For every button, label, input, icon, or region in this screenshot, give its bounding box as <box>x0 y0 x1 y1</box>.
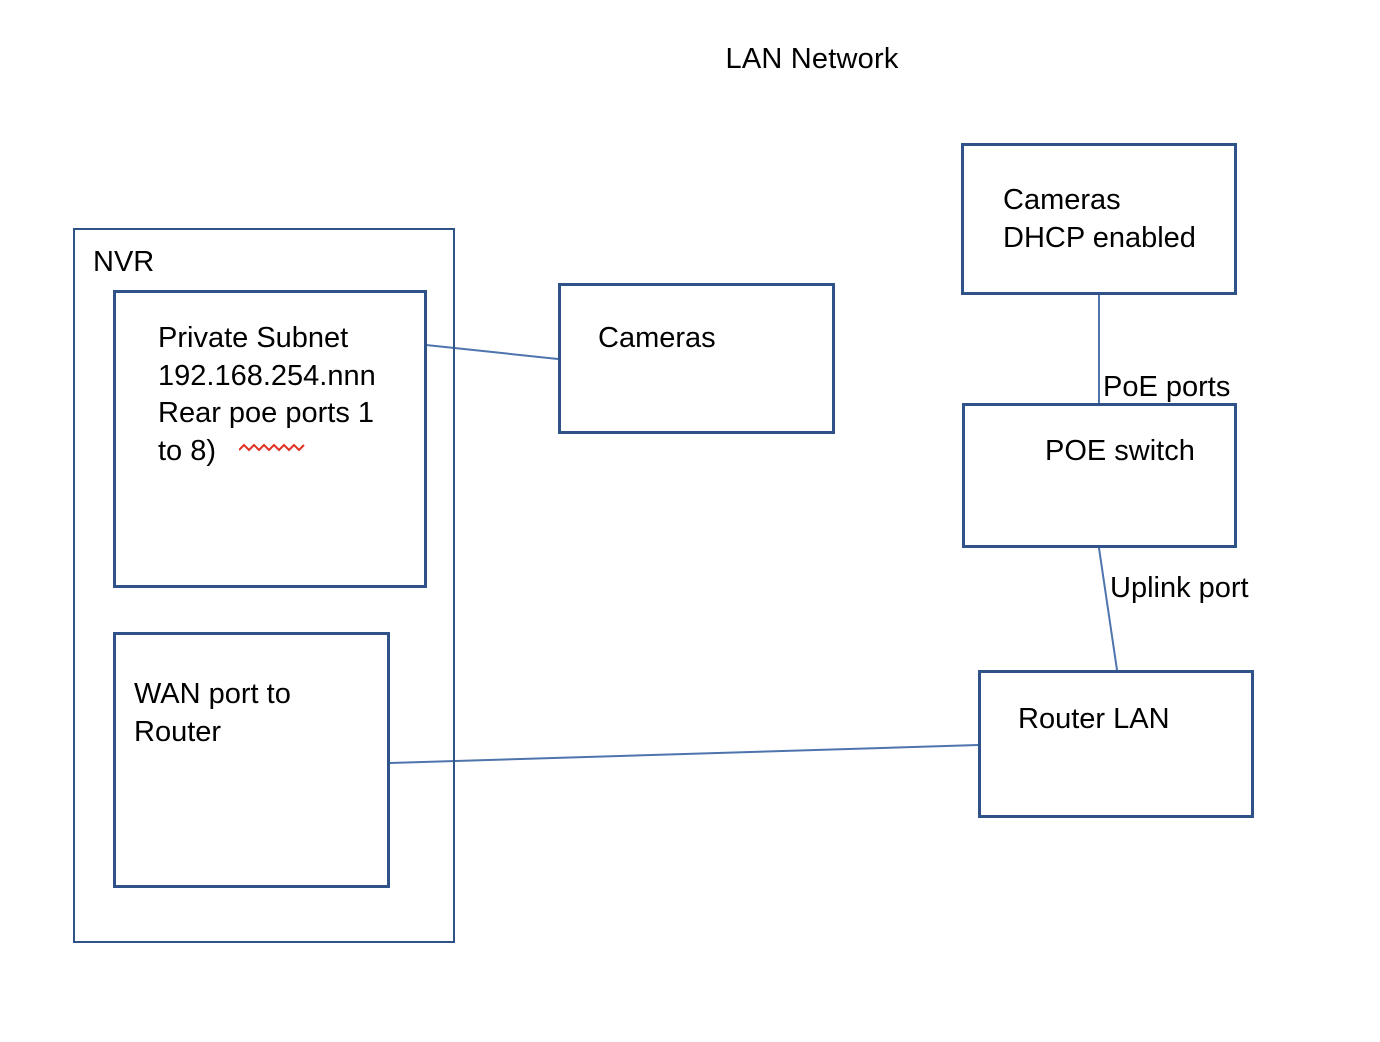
private-subnet-box[interactable] <box>113 290 427 588</box>
cameras-middle-label: Cameras <box>598 322 716 354</box>
nvr-container-label: NVR <box>93 246 155 278</box>
wan-port-box[interactable] <box>113 632 390 888</box>
poe-switch-box[interactable] <box>962 403 1237 548</box>
private-subnet-label: Private Subnet 192.168.254.nnn Rear poe … <box>158 322 376 468</box>
wan-port-label: WAN port to Router <box>134 678 291 748</box>
connector-poe-switch-to-router-lan <box>1098 547 1118 671</box>
poe-switch-label: POE switch <box>1045 435 1195 467</box>
poe-ports-edge-label: PoE ports <box>1103 371 1231 403</box>
connector-wan-port-to-router-lan <box>389 744 979 764</box>
router-lan-label: Router LAN <box>1018 703 1170 735</box>
cameras-middle-box[interactable] <box>558 283 835 434</box>
diagram-title: LAN Network <box>725 43 899 75</box>
cameras-dhcp-box[interactable] <box>961 143 1237 295</box>
cameras-dhcp-label: Cameras DHCP enabled <box>1003 184 1196 254</box>
router-lan-box[interactable] <box>978 670 1254 818</box>
uplink-port-edge-label: Uplink port <box>1110 572 1249 604</box>
nvr-container-box[interactable] <box>73 228 455 943</box>
